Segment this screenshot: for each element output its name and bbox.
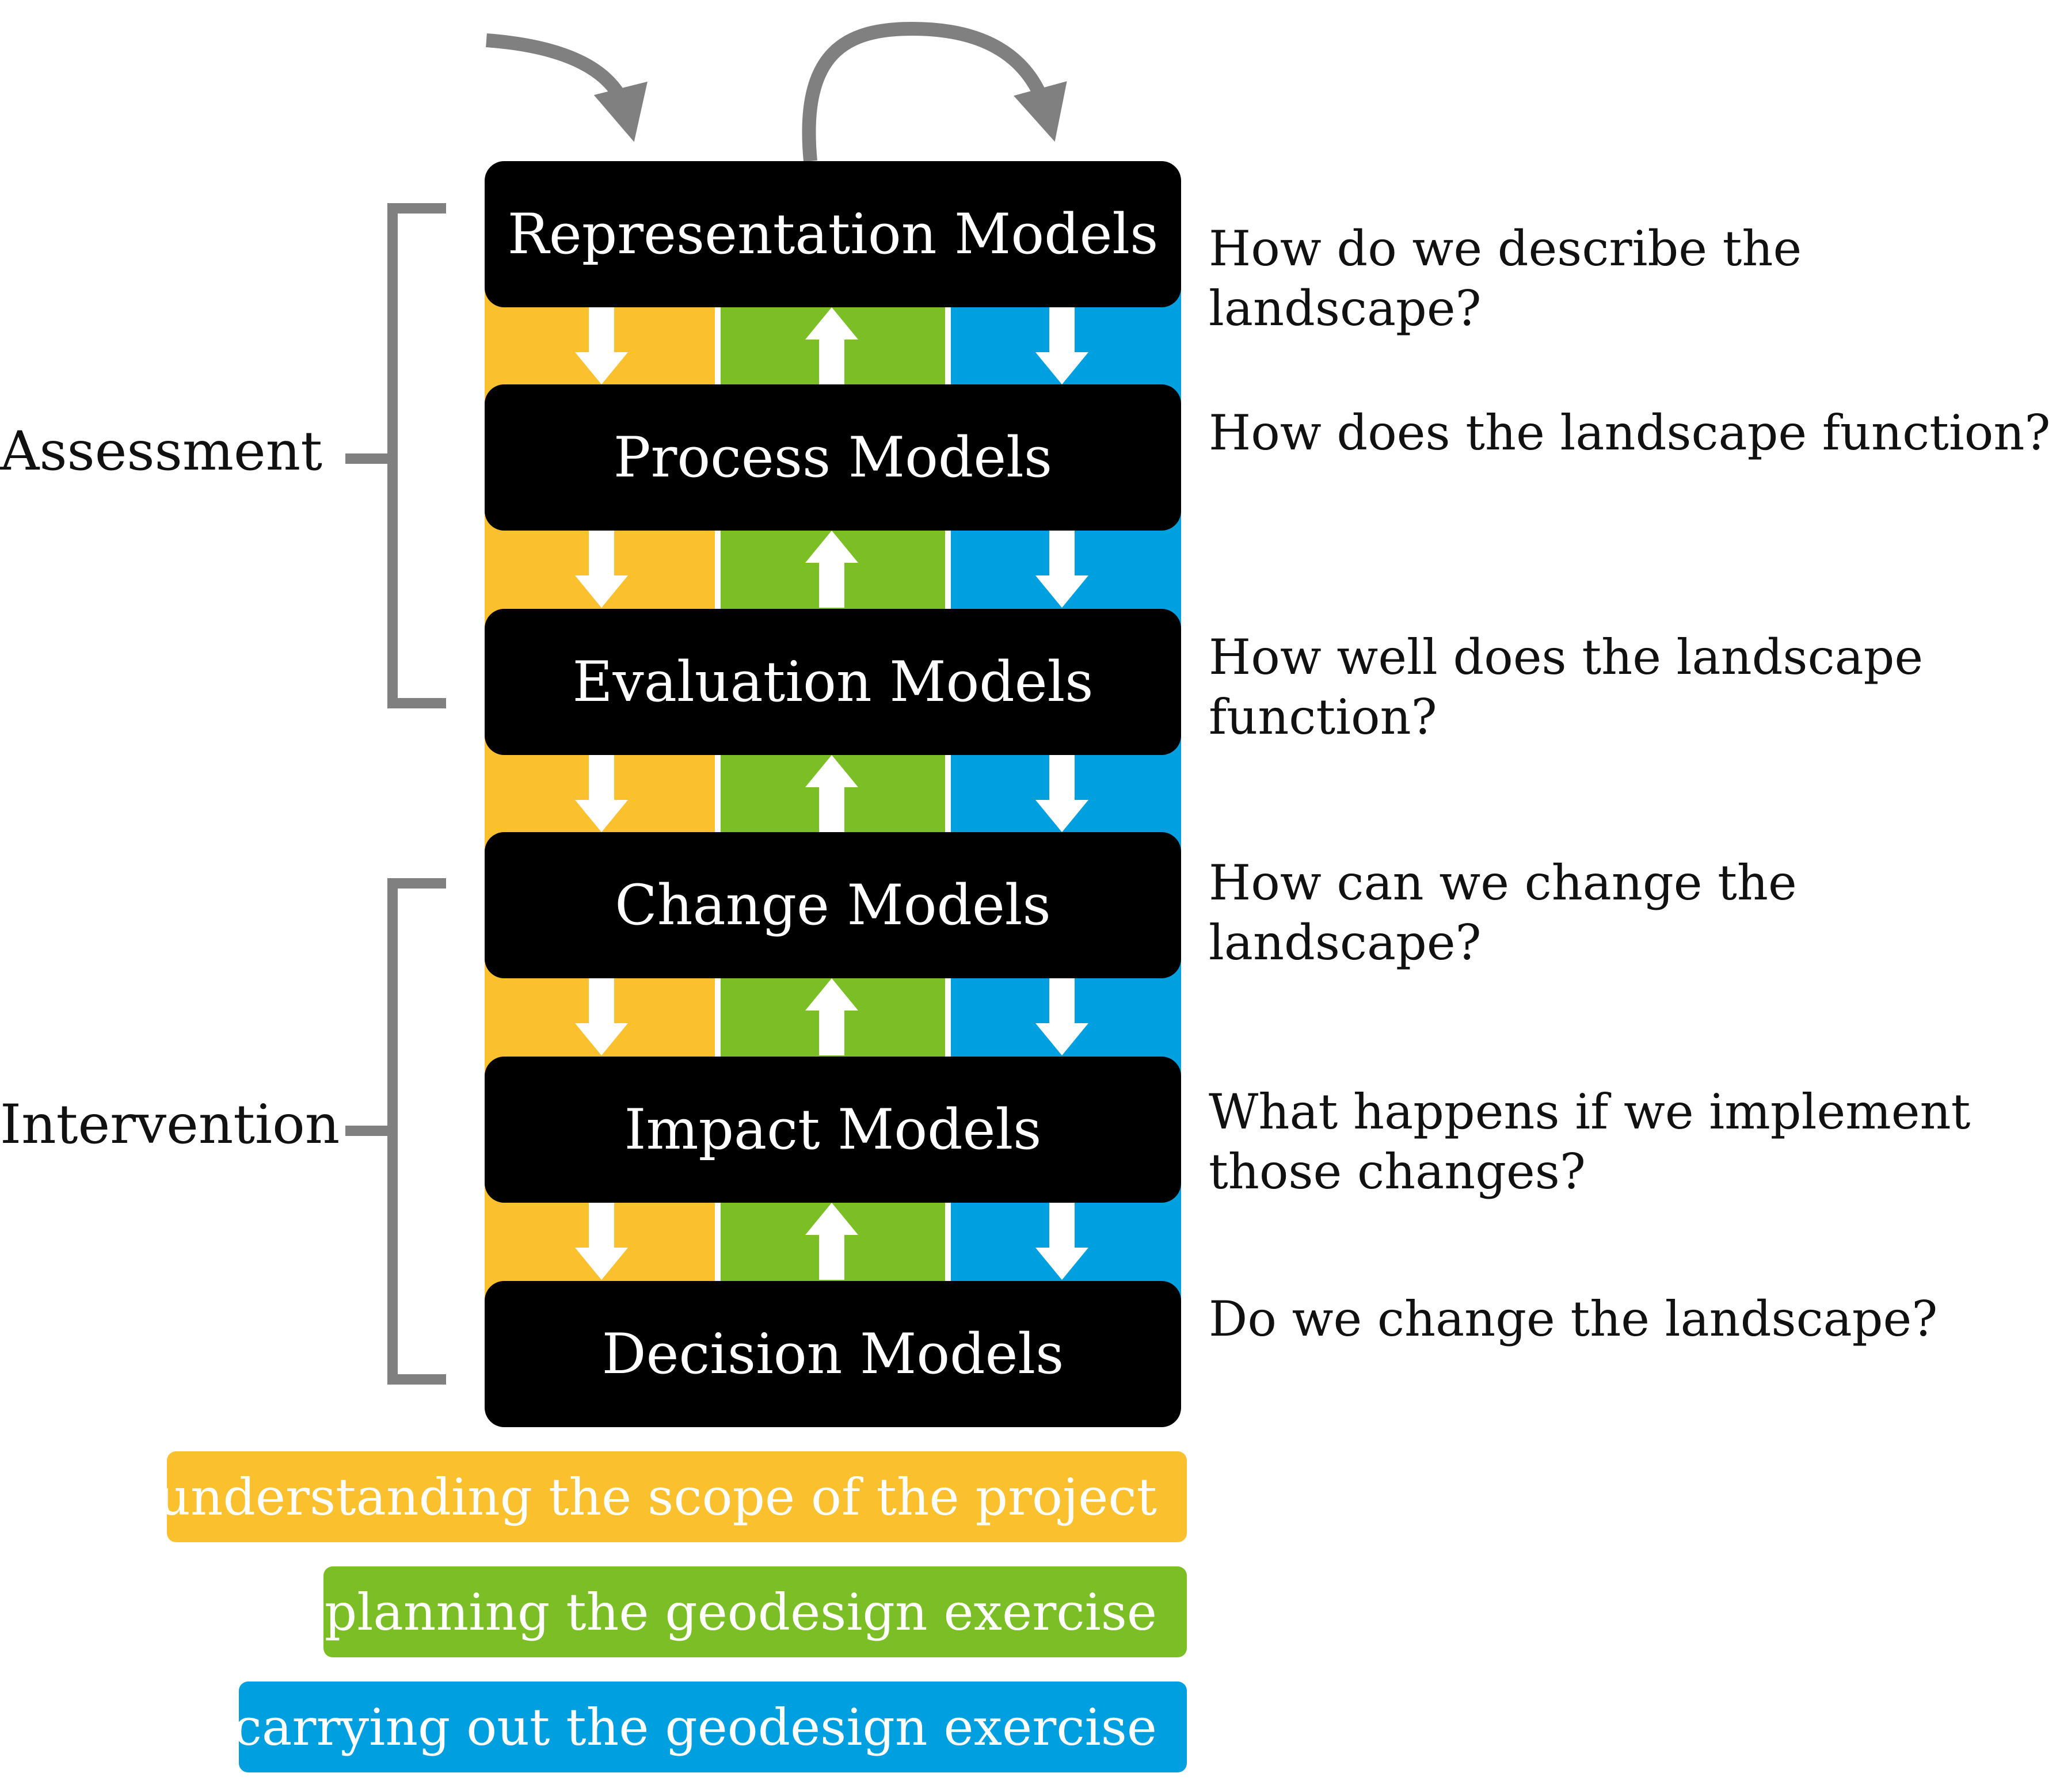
question-decision: Do we change the landscape? — [1209, 1291, 1938, 1347]
stage-label: Decision Models — [601, 1322, 1064, 1386]
down-arrow-icon — [1035, 1203, 1088, 1280]
question-evaluation: How well does the landscape function? — [1209, 629, 1924, 745]
up-arrow-icon — [805, 755, 858, 832]
stage-label: Process Models — [613, 425, 1053, 490]
down-arrow-icon — [575, 755, 628, 832]
down-arrow-icon — [1035, 978, 1088, 1055]
stage-representation: Representation Models — [485, 161, 1181, 307]
question-impact: What happens if we implement those chang… — [1209, 1084, 1971, 1200]
stage-evaluation: Evaluation Models — [485, 609, 1181, 755]
stage-label: Change Models — [615, 873, 1051, 937]
question-representation: How do we describe the landscape? — [1209, 220, 1802, 337]
legend-planning: planning the geodesign exercise — [323, 1566, 1187, 1657]
intervention-bracket — [345, 878, 446, 1385]
stage-decision: Decision Models — [485, 1281, 1181, 1427]
legend-label: planning the geodesign exercise — [324, 1582, 1157, 1642]
phase-intervention: Intervention — [0, 1093, 340, 1156]
assessment-bracket — [345, 203, 446, 708]
up-arrow-icon — [805, 978, 858, 1055]
flow-arrows — [575, 307, 1088, 1280]
entry-arrow — [486, 33, 648, 142]
down-arrow-icon — [575, 307, 628, 384]
legend-carrying: carrying out the geodesign exercise — [234, 1682, 1187, 1772]
stage-label: Evaluation Models — [572, 650, 1094, 714]
stage-process: Process Models — [485, 384, 1181, 531]
phase-assessment: Assessment — [0, 420, 322, 483]
down-arrow-icon — [1035, 307, 1088, 384]
stage-label: Impact Models — [624, 1097, 1042, 1162]
legend-label: understanding the scope of the project — [158, 1467, 1157, 1527]
stage-change: Change Models — [485, 832, 1181, 978]
loop-arrow — [802, 21, 1067, 162]
down-arrow-icon — [575, 978, 628, 1055]
up-arrow-icon — [805, 307, 858, 384]
question-process: How does the landscape function? — [1209, 405, 2051, 461]
legend-label: carrying out the geodesign exercise — [233, 1697, 1157, 1757]
down-arrow-icon — [575, 1203, 628, 1280]
legend-scope: understanding the scope of the project — [158, 1451, 1187, 1542]
stage-impact: Impact Models — [485, 1057, 1181, 1203]
down-arrow-icon — [575, 531, 628, 608]
question-change: How can we change the landscape? — [1209, 855, 1797, 971]
down-arrow-icon — [1035, 531, 1088, 608]
up-arrow-icon — [805, 531, 858, 608]
up-arrow-icon — [805, 1203, 858, 1280]
down-arrow-icon — [1035, 755, 1088, 832]
stage-label: Representation Models — [507, 202, 1159, 266]
